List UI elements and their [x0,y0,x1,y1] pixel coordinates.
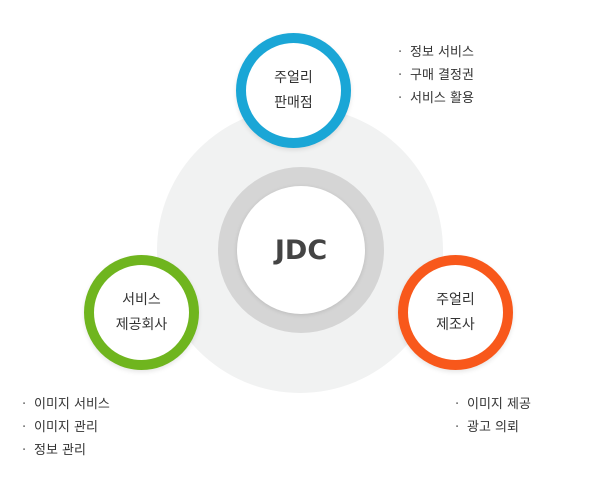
list-item: 구매 결정권 [398,64,474,87]
node-jewelry-retailer-label: 주얼리 판매점 [274,69,313,111]
list-item: 정보 관리 [22,439,110,462]
list-item: 이미지 서비스 [22,393,110,416]
center-circle: JDC [237,186,365,314]
service-provider-bullet-list: 이미지 서비스 이미지 관리 정보 관리 [22,393,110,462]
list-item: 정보 서비스 [398,41,474,64]
list-item: 이미지 관리 [22,416,110,439]
node-jewelry-manufacturer: 주얼리 제조사 [398,255,513,370]
manufacturer-bullet-list: 이미지 제공 광고 의뢰 [455,393,531,439]
list-item: 광고 의뢰 [455,416,531,439]
list-item: 서비스 활용 [398,87,474,110]
node-service-provider: 서비스 제공회사 [84,255,199,370]
node-service-provider-label: 서비스 제공회사 [115,291,168,333]
center-label: JDC [274,234,328,266]
node-jewelry-manufacturer-label: 주얼리 제조사 [436,291,475,333]
node-jewelry-retailer: 주얼리 판매점 [236,33,351,148]
retailer-bullet-list: 정보 서비스 구매 결정권 서비스 활용 [398,41,474,110]
list-item: 이미지 제공 [455,393,531,416]
